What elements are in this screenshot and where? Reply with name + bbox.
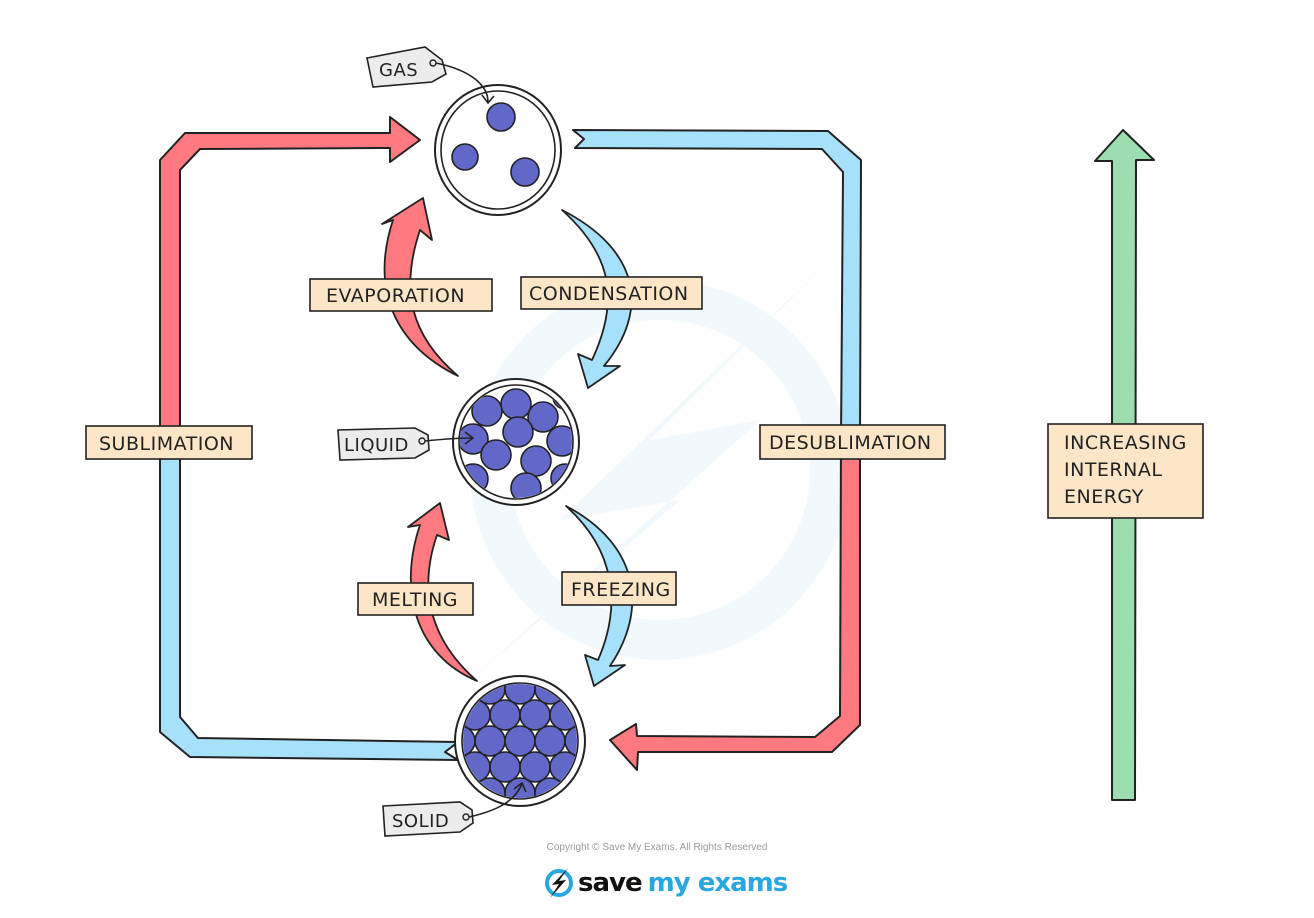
condensation-label: CONDENSATION — [520, 276, 703, 310]
particle — [519, 751, 551, 783]
particle — [595, 778, 625, 808]
particle — [534, 725, 566, 757]
gas-particles — [434, 84, 562, 216]
svg-text:CONDENSATION: CONDENSATION — [529, 283, 689, 305]
desublimation-arrow — [572, 129, 862, 771]
particle — [580, 752, 610, 782]
sublimation-arrow-lower — [159, 439, 459, 761]
particle — [415, 674, 445, 704]
particle — [640, 700, 670, 730]
particle — [486, 102, 516, 132]
sublimation-arrow — [159, 116, 459, 761]
sublimation-arrow-upper — [159, 116, 421, 441]
svg-text:FREEZING: FREEZING — [571, 579, 671, 601]
desublimation-arrow-upper — [572, 129, 862, 441]
liquid-tag: LIQUID — [337, 427, 475, 461]
particle — [490, 648, 520, 678]
particle — [400, 648, 430, 678]
solid-label: SOLID — [392, 811, 449, 832]
svg-text:SUBLIMATION: SUBLIMATION — [99, 433, 234, 455]
particle — [489, 699, 521, 731]
gas-tag: GAS — [366, 46, 495, 105]
particle — [504, 725, 536, 757]
particle — [385, 674, 415, 704]
particle — [580, 804, 610, 834]
liquid-particles — [452, 378, 580, 506]
particle — [510, 157, 540, 187]
melting-label: MELTING — [357, 582, 474, 616]
lightning-bolt-icon — [545, 868, 573, 898]
particle — [550, 804, 580, 834]
condensation-arrow — [561, 209, 633, 389]
solid-particles — [385, 648, 670, 834]
svg-text:MELTING: MELTING — [372, 589, 458, 611]
particle — [520, 648, 550, 678]
particle — [519, 699, 551, 731]
internal-energy-label: INCREASING INTERNAL ENERGY — [1047, 423, 1204, 519]
particle — [640, 752, 670, 782]
copyright-notice: Copyright © Save My Exams. All Rights Re… — [546, 842, 768, 853]
particle — [489, 751, 521, 783]
watermark-logo — [470, 250, 850, 680]
solid-tag: SOLID — [382, 781, 527, 837]
particle — [430, 700, 460, 730]
brand-save: save — [578, 868, 643, 898]
svg-text:INCREASING: INCREASING — [1064, 432, 1187, 454]
particle — [520, 804, 550, 834]
particle — [610, 804, 640, 834]
particle — [451, 143, 479, 171]
particle — [474, 725, 506, 757]
evaporation-arrow — [381, 197, 459, 377]
brand-my-exams: my exams — [647, 868, 789, 898]
particle — [625, 674, 655, 704]
desublimation-arrow-lower — [609, 439, 861, 771]
brand-logo: save my exams — [544, 866, 789, 900]
particle — [385, 778, 415, 808]
particle — [625, 778, 655, 808]
sublimation-label: SUBLIMATION — [85, 425, 253, 460]
evaporation-label: EVAPORATION — [309, 278, 493, 312]
freezing-label: FREEZING — [561, 571, 677, 606]
liquid-label: LIQUID — [344, 435, 409, 456]
svg-text:ENERGY: ENERGY — [1064, 486, 1144, 508]
particle — [580, 700, 610, 730]
svg-text:INTERNAL: INTERNAL — [1064, 459, 1162, 481]
particle — [550, 648, 580, 678]
particle — [564, 725, 577, 757]
svg-text:DESUBLIMATION: DESUBLIMATION — [769, 432, 932, 454]
particle — [640, 804, 670, 834]
svg-text:EVAPORATION: EVAPORATION — [326, 285, 465, 307]
gas-label: GAS — [379, 60, 418, 81]
particle — [400, 700, 430, 730]
freezing-arrow — [565, 505, 634, 687]
desublimation-label: DESUBLIMATION — [759, 424, 946, 460]
melting-arrow — [407, 502, 478, 682]
